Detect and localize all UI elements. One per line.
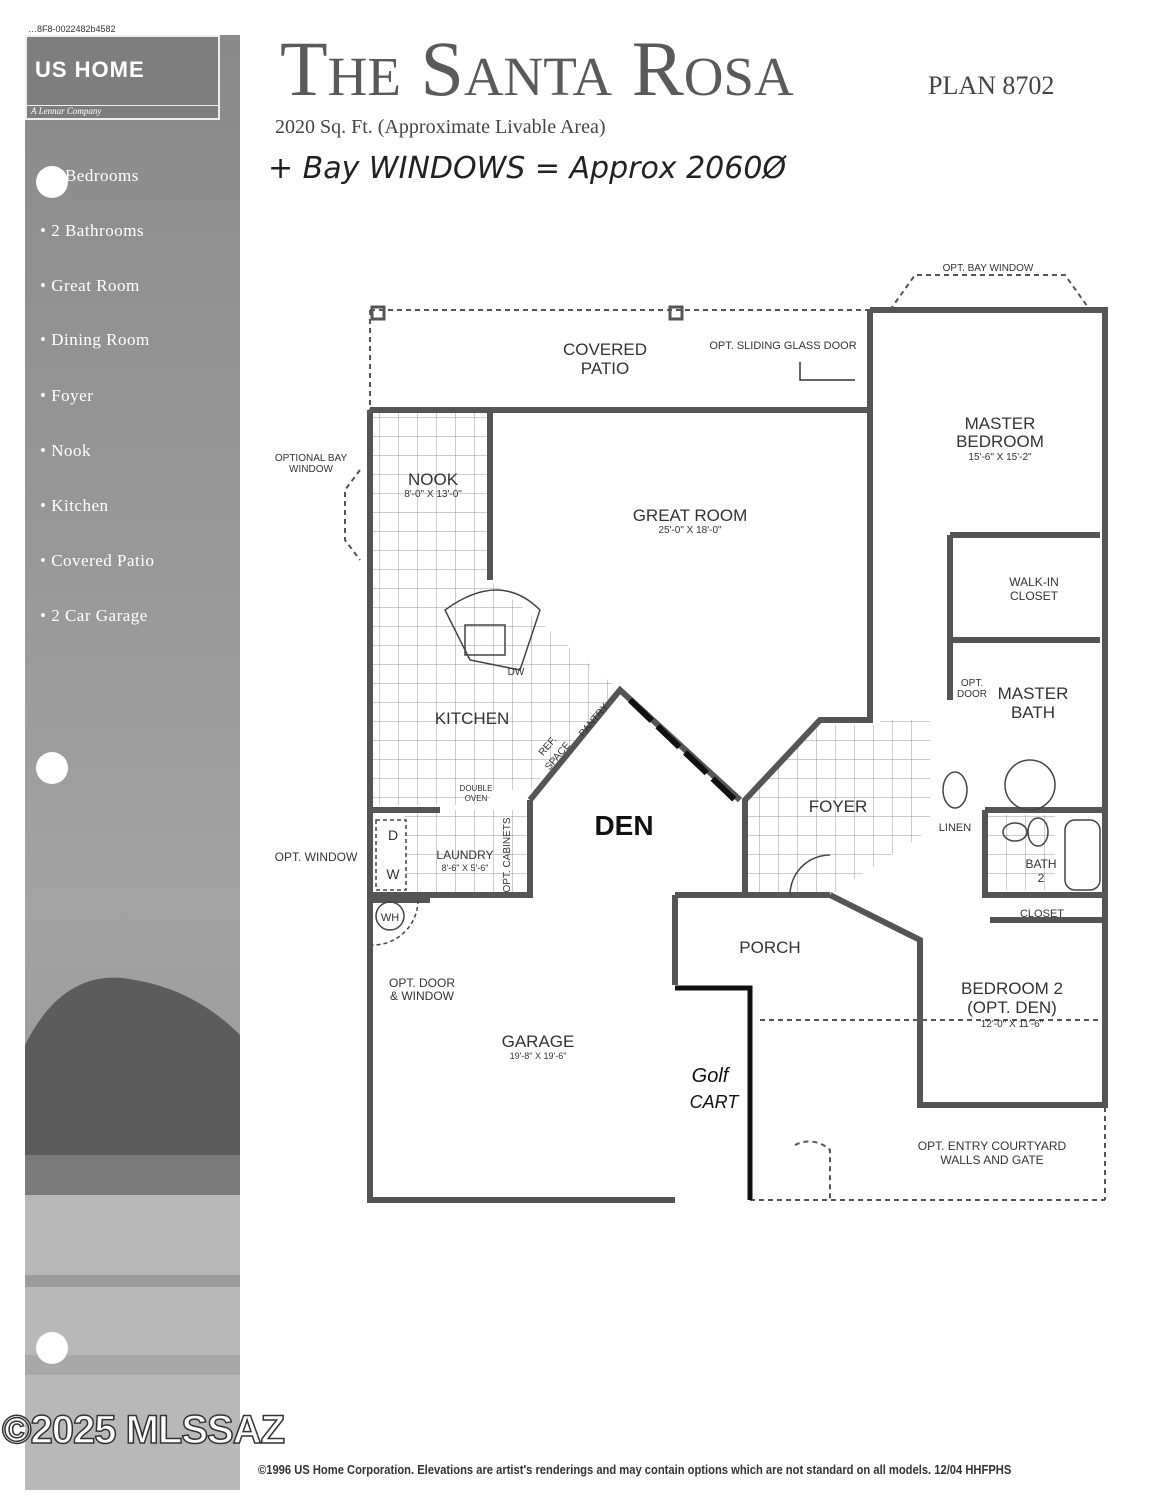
optional-lines (344, 274, 1106, 1201)
room-bath2: 2 (1038, 871, 1045, 885)
toilet-icon (942, 771, 968, 809)
feature-item: 2 Car Garage (40, 606, 148, 626)
room-master-bath: MASTER (998, 684, 1069, 703)
room-master-bedroom: BEDROOM (956, 432, 1044, 451)
room-porch: PORCH (739, 938, 800, 957)
room-great-room: GREAT ROOM (633, 506, 748, 525)
room-size: 8'-0" X 13'-0" (404, 489, 462, 500)
water-heater-icon (375, 901, 405, 931)
label-covered-patio: PATIO (581, 359, 630, 378)
kitchen-island (444, 589, 541, 671)
room-bath2: BATH (1025, 857, 1056, 871)
arrow-icon (799, 362, 855, 381)
foyer-tile (745, 720, 930, 895)
handwritten-den-wall (627, 697, 738, 803)
label-dishwasher: DW (508, 667, 525, 678)
laundry-tile (405, 810, 530, 895)
room-laundry: LAUNDRY (436, 848, 493, 862)
feature-item: Kitchen (40, 496, 109, 516)
room-foyer: FOYER (809, 797, 868, 816)
room-nook: NOOK (408, 470, 459, 489)
room-size: 8'-6" X 5'-6" (442, 863, 489, 873)
handwritten-golf-cart: Golf (692, 1065, 731, 1087)
label-washer: W (386, 866, 400, 882)
page-title: The Santa Rosa (280, 25, 794, 112)
room-linen: LINEN (939, 822, 971, 834)
label-courtyard: WALLS AND GATE (940, 1153, 1043, 1167)
feature-item: Foyer (40, 386, 93, 406)
label-opt-cabinets: OPT. CABINETS (502, 817, 513, 892)
room-garage: GARAGE (502, 1032, 575, 1051)
feature-item: Dining Room (40, 330, 150, 350)
tub-icon (1004, 759, 1056, 811)
label-optional-bay-window: OPTIONAL BAY (275, 453, 348, 464)
bathtub-icon (1064, 819, 1101, 891)
bath2-tile (985, 815, 1055, 890)
feature-item: Covered Patio (40, 551, 155, 571)
room-walk-in-closet: WALK-IN (1009, 575, 1059, 589)
mountain-lake-image (25, 977, 240, 1490)
label-dryer: D (388, 827, 398, 843)
feature-item: Great Room (40, 276, 140, 296)
label-opt-door-window: OPT. DOOR (389, 976, 455, 990)
label-opt-window: OPT. WINDOW (275, 850, 358, 864)
punch-hole (36, 752, 68, 784)
room-closet: CLOSET (1020, 908, 1064, 920)
room-master-bedroom: MASTER (965, 414, 1036, 433)
nook-kitchen-tile (370, 410, 490, 805)
label-optional-bay-window: WINDOW (289, 464, 333, 475)
mls-watermark: ©2025 MLSSAZ (1, 1407, 286, 1453)
label-opt-door: DOOR (957, 689, 987, 700)
kitchen-tile (490, 580, 620, 790)
feature-item: Nook (40, 441, 91, 461)
label-covered-patio: COVERED (563, 340, 647, 359)
scan-id: …8F8-0022482b4582 (28, 24, 116, 34)
room-bedroom2: (OPT. DEN) (967, 998, 1057, 1017)
sink-icon (464, 624, 506, 656)
toilet-icon (1027, 817, 1049, 847)
room-size: 15'-6" X 15'-2" (968, 452, 1032, 463)
sink-icon (1002, 822, 1028, 842)
label-courtyard: OPT. ENTRY COURTYARD (918, 1139, 1067, 1153)
logo-tagline: A Lennar Company (27, 105, 218, 116)
handwritten-den: DEN (594, 810, 653, 841)
patio-post (668, 305, 684, 321)
room-walk-in-closet: CLOSET (1010, 589, 1059, 603)
handwritten-note: + Bay WINDOWS = Approx 2060Ø (268, 151, 787, 186)
label-opt-door-window: & WINDOW (390, 989, 455, 1003)
room-size: 12'-0" X 11'-6" (981, 1019, 1044, 1030)
door-swing (372, 899, 419, 946)
copyright-footer: ©1996 US Home Corporation. Elevations ar… (258, 1462, 1012, 1477)
label-water-heater: WH (381, 912, 399, 924)
room-kitchen: KITCHEN (435, 709, 510, 728)
punch-hole (36, 1332, 68, 1364)
fixtures (372, 589, 1101, 946)
feature-item: 2 Bathrooms (40, 221, 144, 241)
label-sliding-door: OPT. SLIDING GLASS DOOR (709, 340, 856, 352)
room-bedroom2: BEDROOM 2 (961, 979, 1063, 998)
punch-hole (36, 166, 68, 198)
label-opt-door: OPT. (961, 678, 983, 689)
label-bay-window: OPT. BAY WINDOW (943, 263, 1034, 274)
plan-number: PLAN 8702 (928, 71, 1055, 100)
feature-item: 3 Bedrooms (40, 166, 139, 186)
handwritten-golf-cart: CART (690, 1092, 741, 1112)
handwritten-golf-cart-wall (675, 985, 753, 1200)
washer-dryer (375, 819, 407, 891)
label-double-oven: OVEN (465, 794, 488, 803)
door-swing (789, 854, 831, 896)
patio-post (370, 305, 386, 321)
square-footage: 2020 Sq. Ft. (Approximate Livable Area) (275, 116, 606, 138)
us-home-logo: US HOME A Lennar Company (25, 35, 220, 120)
room-master-bath: BATH (1011, 703, 1055, 722)
logo-brand: US HOME (35, 57, 145, 82)
label-double-oven: DOUBLE (460, 784, 493, 793)
room-size: 25'-0" X 18'-0" (658, 525, 722, 536)
room-size: 19'-8" X 19'-6" (510, 1051, 567, 1061)
